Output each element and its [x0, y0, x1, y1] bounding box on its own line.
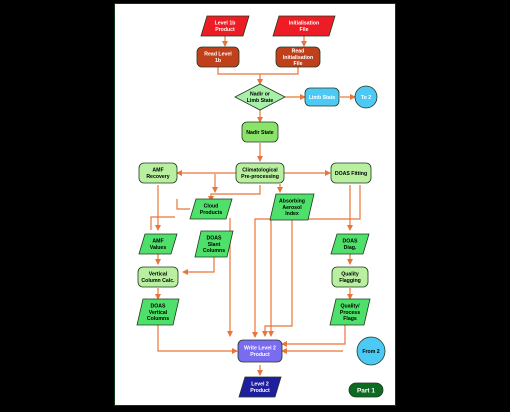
node-nadir-state: Nadir State	[241, 121, 279, 143]
node-shape	[275, 46, 321, 68]
node-label: Level 1b	[215, 21, 236, 27]
node-shape	[138, 233, 178, 255]
node-label: Vertical	[149, 272, 168, 278]
node-shape	[194, 230, 234, 258]
node-label: Recovery	[146, 174, 169, 180]
node-shape	[238, 376, 282, 398]
node-shape	[356, 336, 386, 366]
node-label: Write Level 2	[244, 346, 276, 352]
node-label: File	[294, 61, 303, 67]
node-label: Columns	[147, 316, 169, 322]
node-label: From 2	[362, 349, 379, 355]
node-label: Cloud	[204, 204, 219, 210]
node-part1: Part 1	[348, 382, 384, 398]
node-label: Read	[292, 48, 305, 54]
node-label: Climatological	[242, 168, 278, 174]
node-shape	[330, 162, 372, 184]
node-label: DOAS	[207, 235, 223, 241]
node-label: AMF	[152, 239, 163, 245]
node-label: Index	[285, 211, 299, 217]
node-limb-state: Limb State	[304, 87, 340, 107]
node-label: Limb State	[309, 95, 336, 101]
node-shape	[331, 266, 369, 288]
node-shape	[189, 198, 233, 220]
node-label: 1b	[215, 58, 221, 64]
node-label: DOAS Fitting	[335, 171, 367, 177]
node-shape	[136, 298, 180, 326]
node-label: Initialisation	[283, 55, 313, 61]
node-shape	[348, 382, 384, 398]
node-shape	[137, 266, 179, 288]
node-label: Flagging	[339, 278, 361, 284]
node-doas-fitting: DOAS Fitting	[330, 162, 372, 184]
node-label: Product	[250, 352, 270, 358]
node-label: Aerosol	[282, 205, 302, 211]
node-label: Nadir State	[246, 130, 274, 136]
node-label: Flags	[343, 316, 357, 322]
node-from-2: From 2	[356, 336, 386, 366]
node-shape	[237, 339, 283, 363]
node-label: Limb State	[247, 98, 274, 104]
node-label: DOAS	[343, 239, 359, 245]
node-label: Products	[200, 210, 223, 216]
node-label: Level 2	[251, 382, 269, 388]
node-label: Process	[340, 310, 360, 316]
node-label: Nadir or	[250, 92, 270, 98]
node-shape	[138, 162, 178, 184]
node-shape	[329, 298, 371, 326]
node-label: Product	[250, 388, 270, 394]
node-shape	[354, 85, 378, 109]
node-label: AMF	[152, 168, 163, 174]
node-to-2: To 2	[354, 85, 378, 109]
node-label: Quality	[341, 272, 359, 278]
node-shape	[272, 15, 336, 37]
node-label: Quality/	[340, 303, 360, 309]
node-label: Pre-processing	[241, 174, 279, 180]
node-shape	[234, 83, 286, 111]
node-shape	[304, 87, 340, 107]
node-label: DOAS	[151, 303, 167, 309]
node-shape	[330, 233, 370, 255]
node-label: File	[300, 27, 309, 33]
node-label: Slant	[208, 242, 221, 248]
node-shape	[241, 121, 279, 143]
node-label: Vertical	[149, 310, 168, 316]
node-label: Diag.	[344, 245, 357, 251]
node-label: Values	[150, 245, 167, 251]
node-shape	[235, 162, 285, 184]
node-shape	[269, 193, 315, 221]
connectors	[150, 36, 361, 376]
node-label: Initialisation	[289, 21, 319, 27]
node-label: Columns	[203, 248, 225, 254]
node-label: To 2	[361, 95, 371, 101]
node-label: Absorbing	[279, 198, 305, 204]
node-label: Column Calc.	[141, 278, 175, 284]
node-shape	[200, 15, 250, 37]
node-label: Part 1	[357, 387, 375, 394]
node-label: Product	[215, 27, 235, 33]
node-shape	[196, 46, 240, 68]
node-label: Read Level	[204, 52, 232, 58]
